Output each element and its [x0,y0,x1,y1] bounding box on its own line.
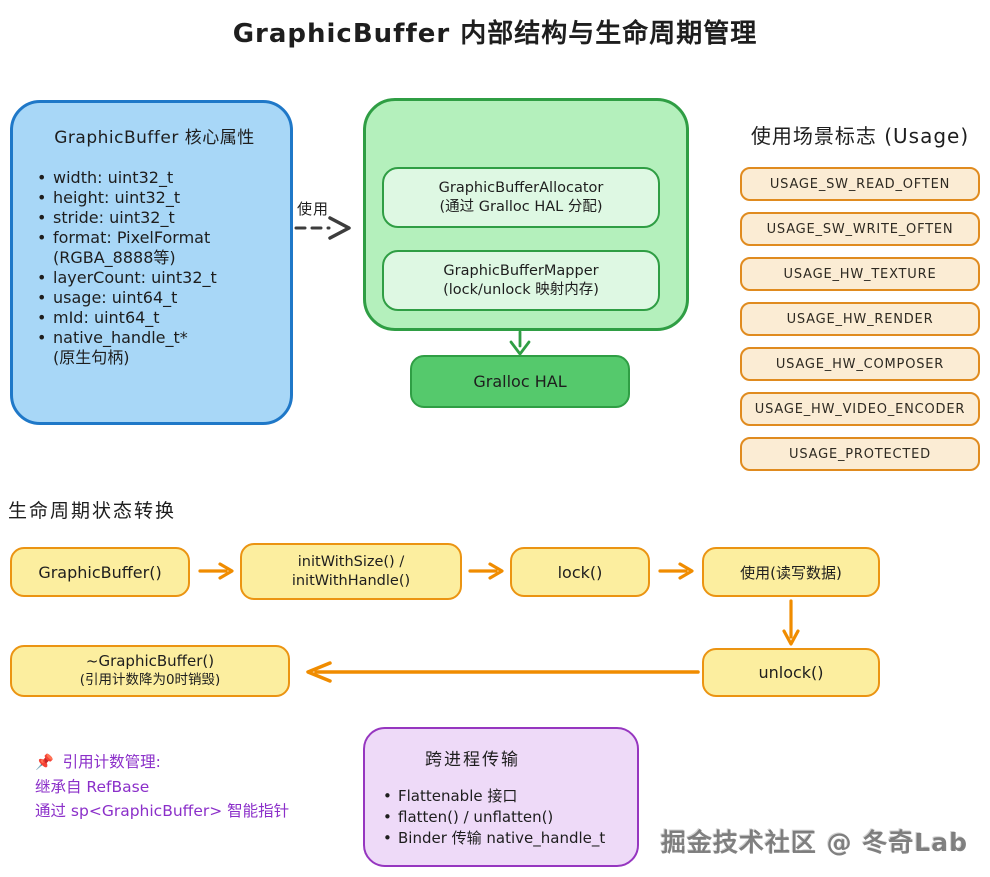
list-item: (RGBA_8888等) [37,248,272,268]
usage-flag: USAGE_HW_VIDEO_ENCODER [740,392,980,426]
bullet-icon: • [37,288,47,307]
prop-text: layerCount: uint32_t [53,268,217,287]
use-dashed-arrow-icon [293,214,353,240]
arrow-unlock-to-destroy-icon [300,660,700,684]
prop-text: (RGBA_8888等) [53,248,176,267]
bullet-icon: • [383,787,392,805]
list-item: • flatten() / unflatten() [383,807,625,828]
gralloc-hal-box: Gralloc HAL [410,355,630,408]
list-item: • format: PixelFormat [37,228,272,248]
lifecycle-destroy-box: ~GraphicBuffer() (引用计数降为0时销毁) [10,645,290,697]
pushpin-icon: 📌 [35,753,54,771]
refcount-note-line3: 通过 sp<GraphicBuffer> 智能指针 [35,802,290,820]
usage-flag: USAGE_PROTECTED [740,437,980,471]
bullet-icon: • [37,208,47,227]
list-item: • width: uint32_t [37,168,272,188]
ipc-transfer-title: 跨进程传输 [425,750,520,770]
usage-flag-label: USAGE_HW_COMPOSER [775,356,945,372]
bullet-icon: • [37,308,47,327]
usage-flag: USAGE_SW_READ_OFTEN [740,167,980,201]
usage-flag-label: USAGE_HW_VIDEO_ENCODER [754,401,966,417]
mapper-box: GraphicBufferMapper (lock/unlock 映射内存) [382,250,660,311]
prop-text: width: uint32_t [53,168,174,187]
use-label: 使用(读写数据) [740,563,842,582]
bullet-icon: • [37,188,47,207]
mapper-desc: (lock/unlock 映射内存) [443,281,599,298]
lifecycle-unlock-box: unlock() [702,648,880,697]
watermark: 掘金技术社区 @ 冬奇Lab [660,828,968,857]
internals-to-hal-arrow-icon [506,331,534,356]
bullet-icon: • [383,829,392,847]
bullet-icon: • [383,808,392,826]
usage-flag: USAGE_HW_RENDER [740,302,980,336]
list-item: • native_handle_t* [37,328,272,348]
prop-text: stride: uint32_t [53,208,175,227]
lifecycle-lock-box: lock() [510,547,650,597]
refcount-note-line1: 📌 引用计数管理: [35,750,289,775]
allocator-name: GraphicBufferAllocator [438,179,604,196]
mapper-name: GraphicBufferMapper [443,262,599,279]
arrow-init-to-lock-icon [468,561,506,581]
unlock-label: unlock() [758,663,824,682]
allocator-desc: (通过 Gralloc HAL 分配) [439,198,603,215]
usage-flag-label: USAGE_SW_READ_OFTEN [769,176,951,192]
lock-label: lock() [557,562,603,582]
destroy-label-line1: ~GraphicBuffer() [85,652,215,670]
ipc-transfer-box: 跨进程传输 • Flattenable 接口 • flatten() / unf… [363,727,639,867]
arrow-use-to-unlock-icon [781,599,801,647]
page-title: GraphicBuffer 内部结构与生命周期管理 [232,19,758,49]
usage-flag: USAGE_HW_COMPOSER [740,347,980,381]
core-attributes-box: GraphicBuffer 核心属性 • width: uint32_t • h… [10,100,293,425]
refcount-note: 📌 引用计数管理: 继承自 RefBase 通过 sp<GraphicBuffe… [35,750,289,824]
usage-flag-label: USAGE_HW_TEXTURE [783,266,937,282]
lifecycle-init-box: initWithSize() / initWithHandle() [240,543,462,600]
prop-text: native_handle_t* [53,328,188,347]
init-label-line2: initWithHandle() [291,572,411,589]
core-attributes-title: GraphicBuffer 核心属性 [54,128,255,148]
usage-section-title: 使用场景标志 (Usage) [750,124,970,148]
bullet-icon [37,248,53,268]
list-item: • mId: uint64_t [37,308,272,328]
list-item: • layerCount: uint32_t [37,268,272,288]
ipc-item-text: Binder 传输 native_handle_t [398,829,606,847]
prop-text: height: uint32_t [53,188,181,207]
create-label: GraphicBuffer() [38,562,162,582]
lifecycle-create-box: GraphicBuffer() [10,547,190,597]
init-label-line1: initWithSize() / [297,553,405,570]
bullet-icon: • [37,268,47,287]
gralloc-hal-label: Gralloc HAL [473,372,567,391]
arrow-lock-to-use-icon [658,561,696,581]
bullet-icon: • [37,228,47,247]
bullet-icon [37,348,53,368]
list-item: • usage: uint64_t [37,288,272,308]
refcount-note-line2: 继承自 RefBase [35,777,150,796]
usage-flag: USAGE_SW_WRITE_OFTEN [740,212,980,246]
list-item: • stride: uint32_t [37,208,272,228]
prop-text: usage: uint64_t [53,288,178,307]
usage-flag-label: USAGE_HW_RENDER [786,311,934,327]
refcount-note-title: 引用计数管理: [62,753,161,771]
prop-text: mId: uint64_t [53,308,160,327]
ipc-item-text: flatten() / unflatten() [398,808,554,826]
bullet-icon: • [37,328,47,347]
ipc-item-text: Flattenable 接口 [398,787,518,805]
usage-flag: USAGE_HW_TEXTURE [740,257,980,291]
list-item: • Flattenable 接口 [383,786,625,807]
list-item: • height: uint32_t [37,188,272,208]
prop-text: format: PixelFormat [53,228,211,247]
list-item: (原生句柄) [37,348,272,368]
arrow-create-to-init-icon [198,561,236,581]
lifecycle-use-box: 使用(读写数据) [702,547,880,597]
use-arrow-label: 使用 [297,200,330,218]
allocator-box: GraphicBufferAllocator (通过 Gralloc HAL 分… [382,167,660,228]
lifecycle-heading: 生命周期状态转换 [8,500,177,522]
list-item: • Binder 传输 native_handle_t [383,828,625,849]
usage-flag-label: USAGE_SW_WRITE_OFTEN [766,221,954,237]
prop-text: (原生句柄) [53,348,130,367]
usage-flag-label: USAGE_PROTECTED [789,446,931,462]
bullet-icon: • [37,168,47,187]
destroy-label-line2: (引用计数降为0时销毁) [79,672,221,688]
